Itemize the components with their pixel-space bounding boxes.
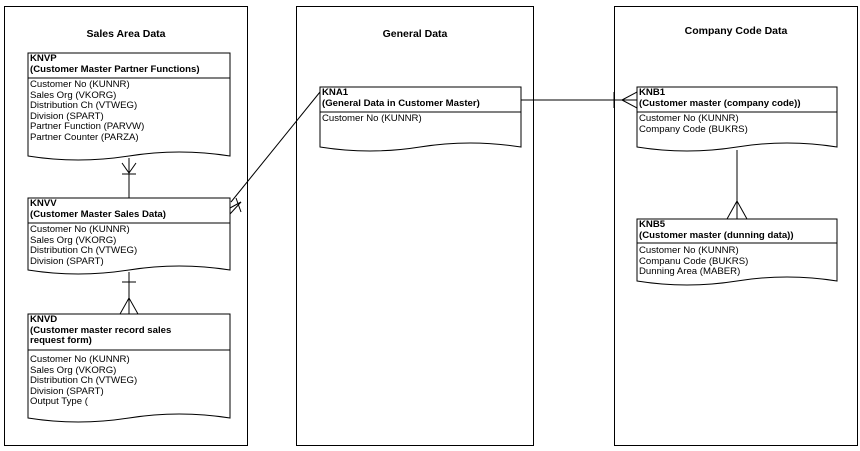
attribute: Division (SPART) bbox=[30, 110, 104, 122]
attribute: Dunning Area (MABER) bbox=[639, 266, 741, 278]
attribute: Customer No (KUNNR) bbox=[30, 224, 130, 235]
knvv-knvd-connector bbox=[119, 272, 139, 315]
knvd-description-line1: (Customer master record sales bbox=[30, 324, 172, 336]
knb1-shape bbox=[636, 86, 838, 152]
company-code-title: Company Code Data bbox=[684, 25, 788, 37]
knvd-code: KNVD bbox=[30, 314, 58, 325]
entity-knb1: KNB1 (Customer master (company code)) Cu… bbox=[637, 87, 837, 135]
knb5-shape bbox=[636, 218, 838, 286]
attribute: Division (SPART) bbox=[30, 255, 104, 267]
attribute: Output Type ( bbox=[30, 396, 88, 408]
kna1-code: KNA1 bbox=[322, 87, 349, 98]
kna1-description: (General Data in Customer Master) bbox=[322, 97, 480, 109]
attribute: Sales Org (VKORG) bbox=[30, 89, 117, 101]
attribute: Customer No (KUNNR) bbox=[322, 113, 422, 124]
attribute: Sales Org (VKORG) bbox=[30, 234, 117, 246]
entity-knb5: KNB5 (Customer master (dunning data)) Cu… bbox=[637, 219, 837, 278]
knvv-description: (Customer Master Sales Data) bbox=[30, 208, 166, 220]
entity-knvp: KNVP (Customer Master Partner Functions)… bbox=[28, 53, 230, 144]
attribute: Division (SPART) bbox=[30, 385, 104, 397]
attribute: Customer No (KUNNR) bbox=[639, 245, 739, 256]
knvp-shape bbox=[27, 52, 231, 161]
knvd-description-line2: request form) bbox=[30, 335, 92, 347]
kna1-shape bbox=[319, 86, 522, 152]
knb1-code: KNB1 bbox=[639, 87, 666, 98]
knb5-description: (Customer master (dunning data)) bbox=[639, 229, 794, 241]
attribute: Sales Org (VKORG) bbox=[30, 364, 117, 376]
knvv-kna1-connector bbox=[229, 91, 321, 215]
attribute: Distribution Ch (VTWEG) bbox=[30, 375, 138, 387]
kna1-knb1-connector bbox=[521, 91, 638, 109]
knb5-code: KNB5 bbox=[639, 219, 666, 230]
general-data-title: General Data bbox=[382, 28, 448, 40]
sales-area-title: Sales Area Data bbox=[86, 28, 166, 40]
general-data-panel: General Data bbox=[296, 6, 534, 446]
entity-kna1: KNA1 (General Data in Customer Master) C… bbox=[320, 87, 521, 125]
attribute: Customer No (KUNNR) bbox=[639, 113, 739, 124]
attribute: Distribution Ch (VTWEG) bbox=[30, 100, 138, 112]
entity-knvv: KNVV (Customer Master Sales Data) Custom… bbox=[28, 198, 230, 267]
knvp-code: KNVP bbox=[30, 53, 57, 64]
knvv-code: KNVV bbox=[30, 198, 57, 209]
attribute: Companu Code (BUKRS) bbox=[639, 255, 749, 267]
attribute: Distribution Ch (VTWEG) bbox=[30, 245, 138, 257]
knb1-description: (Customer master (company code)) bbox=[639, 97, 801, 109]
attribute: Company Code (BUKRS) bbox=[639, 123, 748, 135]
attribute: Partner Counter (PARZA) bbox=[30, 131, 139, 143]
knvd-shape bbox=[27, 313, 231, 423]
attribute: Partner Function (PARVW) bbox=[30, 121, 145, 133]
knvp-knvv-connector bbox=[121, 158, 137, 198]
knvv-shape bbox=[27, 197, 231, 275]
attribute: Customer No (KUNNR) bbox=[30, 79, 130, 90]
attribute: Customer No (KUNNR) bbox=[30, 354, 130, 365]
entity-knvd: KNVD (Customer master record sales reque… bbox=[28, 314, 230, 408]
knb1-knb5-connector bbox=[726, 150, 748, 220]
knvp-description: (Customer Master Partner Functions) bbox=[30, 63, 200, 75]
